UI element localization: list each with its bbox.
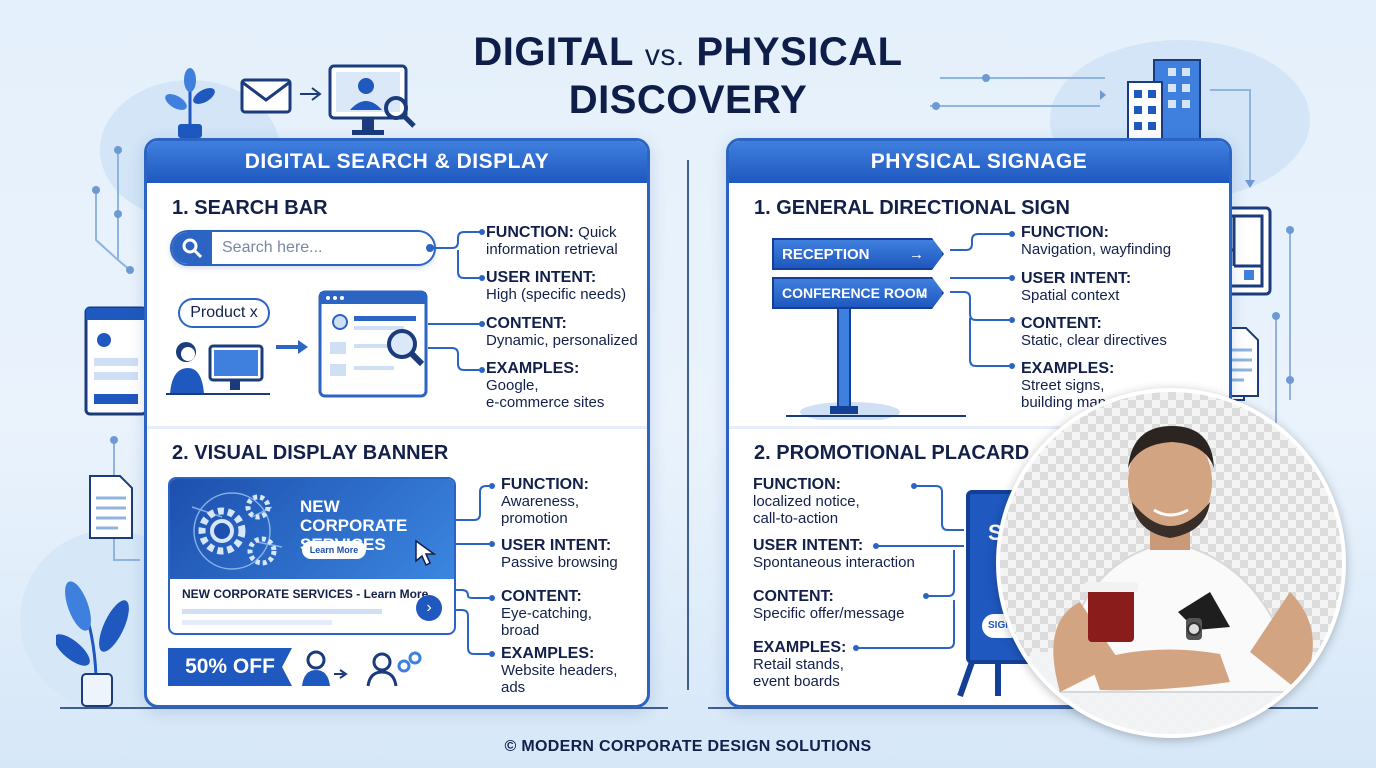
banner-learn-more-button: Learn More <box>302 541 366 559</box>
discount-tag: 50% OFF <box>168 648 292 686</box>
reception-sign: RECEPTION → <box>772 238 944 270</box>
directional-section-title: 1. GENERAL DIRECTIONAL SIGN <box>754 197 1070 219</box>
search-function-value: information retrieval <box>486 241 618 258</box>
placard-content-label: CONTENT: Specific offer/message <box>753 588 905 622</box>
search-placeholder: Search here... <box>222 239 323 256</box>
search-bar-section-title: 1. SEARCH BAR <box>172 197 328 219</box>
banner-content-label: CONTENT: Eye-catching, broad <box>501 588 592 639</box>
title-physical: PHYSICAL <box>696 30 903 74</box>
search-content-label: CONTENT: Dynamic, personalized <box>486 315 638 349</box>
title-digital: DIGITAL <box>473 30 634 74</box>
display-banner-illustration: NEW CORPORATE SERVICES Learn More NEW CO… <box>168 477 456 635</box>
browser-window-icon <box>84 306 148 416</box>
search-icon <box>172 232 212 264</box>
arrow-right-icon <box>276 340 308 354</box>
connector-lines <box>456 483 495 657</box>
directional-intent-label: USER INTENT: Spatial context <box>1021 270 1132 304</box>
footer-copyright: © MODERN CORPORATE DESIGN SOLUTIONS <box>504 738 872 755</box>
placard-section-title: 2. PROMOTIONAL PLACARD <box>754 442 1030 464</box>
document-icon <box>89 475 133 539</box>
email-icon <box>240 78 292 114</box>
plant-icon <box>165 68 215 138</box>
directional-content-label: CONTENT: Static, clear directives <box>1021 315 1167 349</box>
banner-function-label: FUNCTION: Awareness, promotion <box>501 476 589 527</box>
reception-sign-label: RECEPTION <box>782 245 870 263</box>
banner-section-title: 2. VISUAL DISPLAY BANNER <box>172 442 449 464</box>
placard-examples-label: EXAMPLES: Retail stands, event boards <box>753 639 847 690</box>
arrow-right-icon: → <box>909 245 924 263</box>
query-speech-bubble: Product x <box>178 298 270 328</box>
conference-room-sign: CONFERENCE ROOM → <box>772 277 944 309</box>
gears-icon <box>191 492 283 570</box>
digital-panel-header: DIGITAL SEARCH & DISPLAY <box>147 141 647 183</box>
title-vs: vs. <box>644 39 685 72</box>
arrow-right-icon <box>300 87 322 101</box>
signpost-illustration <box>786 289 966 420</box>
search-bar-illustration: Search here... <box>170 230 436 266</box>
search-intent-label: USER INTENT: High (specific needs) <box>486 269 627 303</box>
conference-room-sign-label: CONFERENCE ROOM <box>782 285 928 301</box>
search-function-label: FUNCTION: Quick information retrieval <box>486 224 646 258</box>
connector-lines <box>426 229 485 373</box>
connector-lines <box>950 231 1015 369</box>
banner-progress-line <box>182 609 382 614</box>
search-results-window-icon <box>318 290 428 398</box>
page-title: DIGITAL vs. PHYSICAL DISCOVERY <box>0 30 1376 122</box>
connector-lines <box>853 483 964 651</box>
title-discovery: DISCOVERY <box>568 78 808 122</box>
person-at-computer-icon <box>166 342 270 395</box>
search-function-value-inline: Quick <box>578 224 617 241</box>
search-examples-label: EXAMPLES: Google, e-commerce sites <box>486 360 605 411</box>
banner-footer-text: NEW CORPORATE SERVICES - Learn More <box>182 587 429 601</box>
presenter-portrait <box>996 388 1346 738</box>
chevron-right-icon: › <box>416 595 442 621</box>
directional-function-label: FUNCTION: Navigation, wayfinding <box>1021 224 1172 258</box>
banner-progress-line <box>182 620 332 625</box>
person-photo <box>1030 426 1330 734</box>
panel-divider <box>147 426 647 429</box>
monitor-user-icon <box>328 64 416 135</box>
placard-function-label: FUNCTION: localized notice, call-to-acti… <box>753 476 860 527</box>
banner-hero: NEW CORPORATE SERVICES Learn More <box>170 479 454 579</box>
physical-panel-header: PHYSICAL SIGNAGE <box>729 141 1229 183</box>
plant-icon <box>56 581 129 707</box>
arrow-right-icon: → <box>914 285 928 301</box>
placard-intent-label: USER INTENT: Spontaneous interaction <box>753 537 915 571</box>
panel-divider <box>729 426 1229 429</box>
cursor-icon <box>415 539 436 567</box>
buildings-icon <box>1127 59 1201 141</box>
people-icons <box>302 650 422 687</box>
directional-examples-label: EXAMPLES: Street signs, building map <box>1021 360 1115 411</box>
banner-intent-label: USER INTENT: Passive browsing <box>501 537 618 571</box>
banner-examples-label: EXAMPLES: Website headers, ads <box>501 645 618 696</box>
